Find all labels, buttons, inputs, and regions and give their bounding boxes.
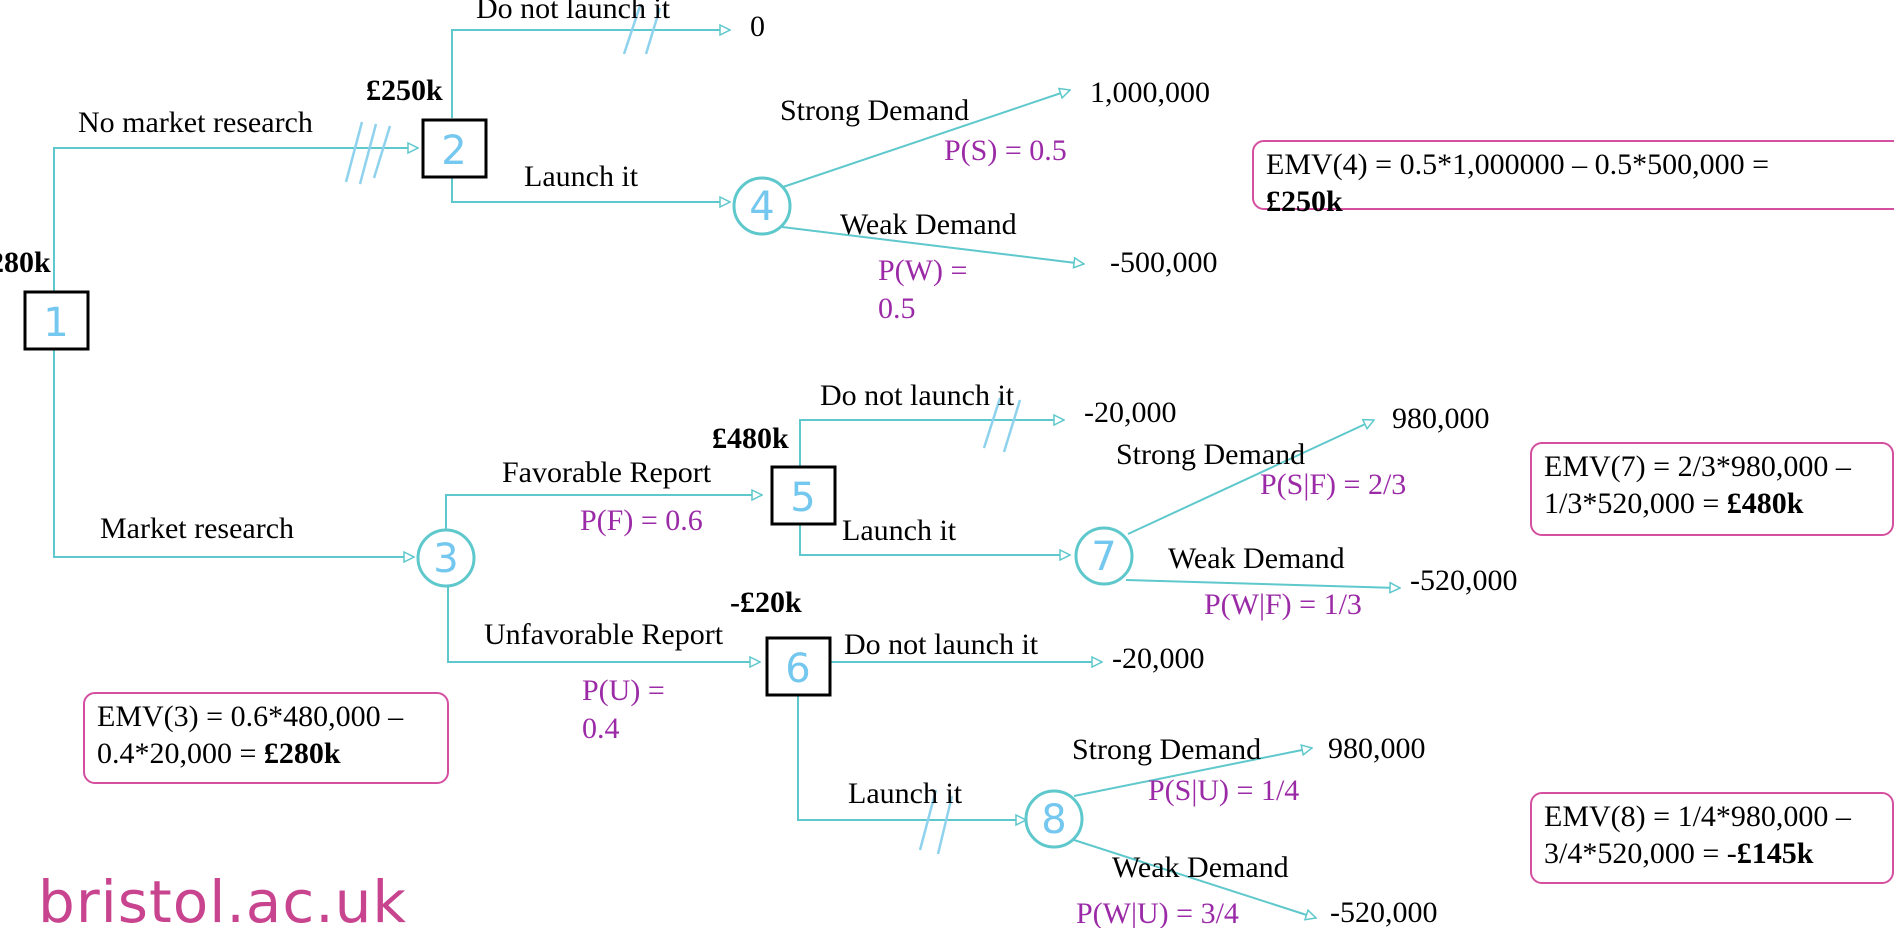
node-number: 3 (433, 536, 458, 582)
edge-favorable (445, 495, 762, 532)
edges (53, 30, 1400, 918)
payoff-n7-strong: 980,000 (1392, 402, 1490, 435)
branch-label-n7-weak: Weak Demand (1168, 542, 1345, 575)
decision-node-2: 2 (421, 118, 488, 179)
bristol-brand-link[interactable]: bristol.ac.uk (38, 868, 407, 928)
emv3-result: £280k (263, 737, 341, 770)
payoff-n8-weak: -520,000 (1330, 896, 1438, 928)
edge-no-research (53, 148, 418, 296)
edge-n5-do-not-launch (799, 420, 1064, 467)
node-number: 8 (1041, 797, 1066, 843)
chance-node-4: 4 (732, 176, 792, 236)
chance-node-3: 3 (416, 528, 476, 588)
edge-n2-do-not-launch (451, 30, 730, 118)
payoff-n6-do-not-launch: -20,000 (1112, 642, 1205, 675)
decision-node-5: 5 (770, 465, 837, 526)
emv-box-node-4: EMV(4) = 0.5*1,000000 – 0.5*500,000 = £2… (1252, 140, 1894, 218)
branch-label-n6-launch: Launch it (848, 777, 963, 810)
prob-strong-given-unfavorable: P(S|U) = 1/4 (1148, 774, 1299, 807)
node-number: 2 (441, 128, 466, 174)
node-value-6: -£20k (730, 586, 802, 619)
emv3-line2: 0.4*20,000 = (97, 737, 264, 770)
edge-n7-weak (1125, 579, 1400, 588)
edge-n2-launch (451, 178, 730, 202)
edge-n6-launch (797, 695, 1026, 820)
emv7-line2: 1/3*520,000 = (1544, 487, 1727, 520)
branch-label-research: Market research (100, 512, 294, 545)
payoff-n7-weak: -520,000 (1410, 564, 1518, 597)
payoff-n2-do-not-launch: 0 (750, 10, 765, 43)
node-number: 4 (749, 184, 774, 230)
emv4-text: EMV(4) = 0.5*1,000000 – 0.5*500,000 = (1266, 148, 1769, 181)
node-number: 1 (43, 300, 68, 346)
prob-weak-demand-line2: 0.5 (878, 292, 916, 325)
payoff-n4-weak: -500,000 (1110, 246, 1218, 279)
prune-mark-no-research (344, 121, 392, 185)
branch-label-n5-do-not-launch: Do not launch it (820, 379, 1015, 412)
emv-box-node-8: EMV(8) = 1/4*980,000 – 3/4*520,000 = -£1… (1530, 792, 1894, 884)
branch-label-unfavorable: Unfavorable Report (484, 618, 724, 651)
node-value-2: £250k (366, 74, 443, 107)
prob-favorable: P(F) = 0.6 (580, 504, 703, 537)
edge-n5-launch (799, 525, 1070, 555)
chance-node-8: 8 (1024, 789, 1084, 849)
edge-n8-strong (1073, 748, 1312, 797)
prune-marks (344, 5, 1022, 855)
prob-weak-given-unfavorable: P(W|U) = 3/4 (1076, 897, 1239, 928)
edge-unfavorable (447, 584, 760, 662)
branch-label-n2-do-not-launch: Do not launch it (476, 0, 671, 25)
emv8-line1: EMV(8) = 1/4*980,000 – (1544, 800, 1851, 833)
edge-n7-strong (1127, 420, 1374, 535)
chance-node-7: 7 (1074, 526, 1134, 586)
branch-label-favorable: Favorable Report (502, 456, 712, 489)
prob-weak-given-favorable: P(W|F) = 1/3 (1204, 588, 1362, 621)
branch-label-n8-weak: Weak Demand (1112, 851, 1289, 884)
prune-mark-n5-do-not-launch (982, 397, 1022, 453)
payoff-n5-do-not-launch: -20,000 (1084, 396, 1177, 429)
emv7-result: £480k (1726, 487, 1804, 520)
branch-label-n8-strong: Strong Demand (1072, 733, 1261, 766)
node-number: 5 (790, 475, 815, 521)
edge-research (53, 347, 414, 557)
branch-label-n7-strong: Strong Demand (1116, 438, 1305, 471)
prune-mark-n2-do-not-launch (622, 5, 662, 55)
payoff-n4-strong: 1,000,000 (1090, 76, 1210, 109)
emv-box-node-3: EMV(3) = 0.6*480,000 – 0.4*20,000 = £280… (83, 692, 449, 784)
prob-unfavorable-line2: 0.4 (582, 712, 620, 745)
emv-box-node-7: EMV(7) = 2/3*980,000 – 1/3*520,000 = £48… (1530, 442, 1894, 536)
branch-label-n4-weak: Weak Demand (840, 208, 1017, 241)
prune-mark-n6-launch (918, 789, 954, 855)
node-number: 6 (785, 646, 810, 692)
decision-node-1: 1 (23, 290, 90, 351)
prob-strong-given-favorable: P(S|F) = 2/3 (1260, 468, 1406, 501)
prob-unfavorable-line1: P(U) = (582, 674, 665, 707)
branch-label-n4-strong: Strong Demand (780, 94, 969, 127)
edge-n4-weak (781, 226, 1084, 264)
prob-weak-demand-line1: P(W) = (878, 254, 967, 287)
edge-n8-weak (1073, 839, 1316, 918)
edge-n4-strong (779, 90, 1070, 189)
emv7-line1: EMV(7) = 2/3*980,000 – (1544, 450, 1851, 483)
branch-label-no-research: No market research (78, 106, 313, 139)
branch-label-n6-do-not-launch: Do not launch it (844, 628, 1039, 661)
node-value-1: £280k (0, 246, 51, 279)
emv4-result: £250k (1266, 185, 1343, 218)
payoff-n8-strong: 980,000 (1328, 732, 1426, 765)
branch-label-n5-launch: Launch it (842, 514, 957, 547)
prob-strong-demand: P(S) = 0.5 (944, 134, 1067, 167)
node-number: 7 (1091, 534, 1116, 580)
decision-node-6: 6 (765, 636, 832, 697)
emv8-line2: 3/4*520,000 = - (1544, 837, 1737, 870)
branch-label-n2-launch: Launch it (524, 160, 639, 193)
node-value-5: £480k (712, 422, 789, 455)
emv3-line1: EMV(3) = 0.6*480,000 – (97, 700, 404, 733)
emv8-result: £145k (1736, 837, 1814, 870)
